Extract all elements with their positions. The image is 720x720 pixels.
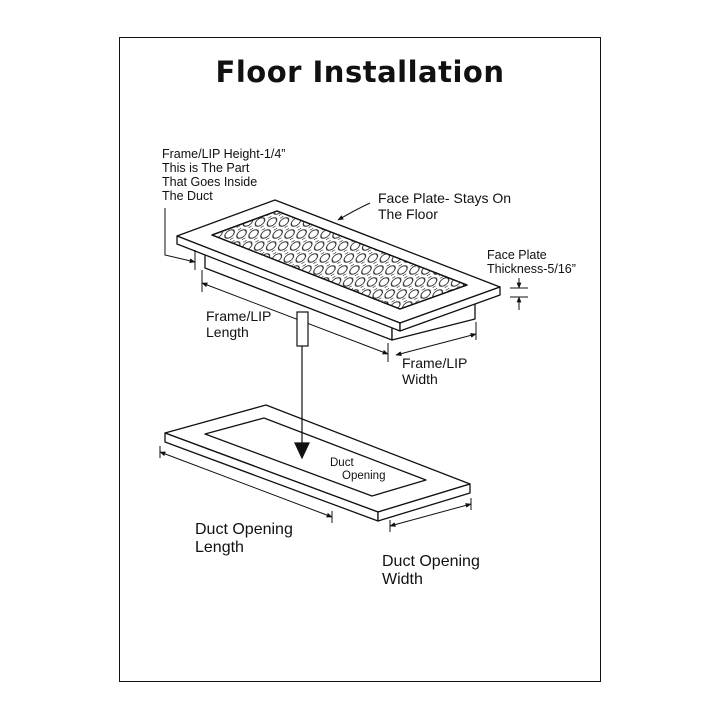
duct-length-dimension (159, 451, 333, 518)
lip-length-label: Frame/LIP Length (206, 308, 272, 340)
duct-opening-label: Duct Opening (330, 457, 386, 482)
duct-width-dimension (389, 503, 472, 527)
lip-width-label: Frame/LIP Width (402, 355, 468, 387)
page-title: Floor Installation (215, 55, 505, 89)
lip-height-label: Frame/LIP Height-1/4” This is The Part T… (162, 147, 286, 204)
face-plate-pointer (337, 202, 371, 221)
diagram-border (119, 37, 601, 682)
duct-width-label: Duct Opening Width (382, 553, 480, 589)
duct-frame (164, 404, 471, 522)
lip-height-pointer (164, 208, 196, 264)
face-plate-label: Face Plate- Stays On The Floor (378, 190, 512, 222)
face-plate-side-edge (399, 286, 501, 332)
face-plate-thickness-label: Face Plate Thickness-5/16” (487, 248, 576, 277)
insertion-arrow (294, 311, 310, 460)
lip-length-dimension (201, 282, 389, 355)
lip-width-dimension (395, 333, 477, 356)
duct-length-label: Duct Opening Length (195, 521, 293, 557)
dimension-lines (159, 202, 528, 532)
